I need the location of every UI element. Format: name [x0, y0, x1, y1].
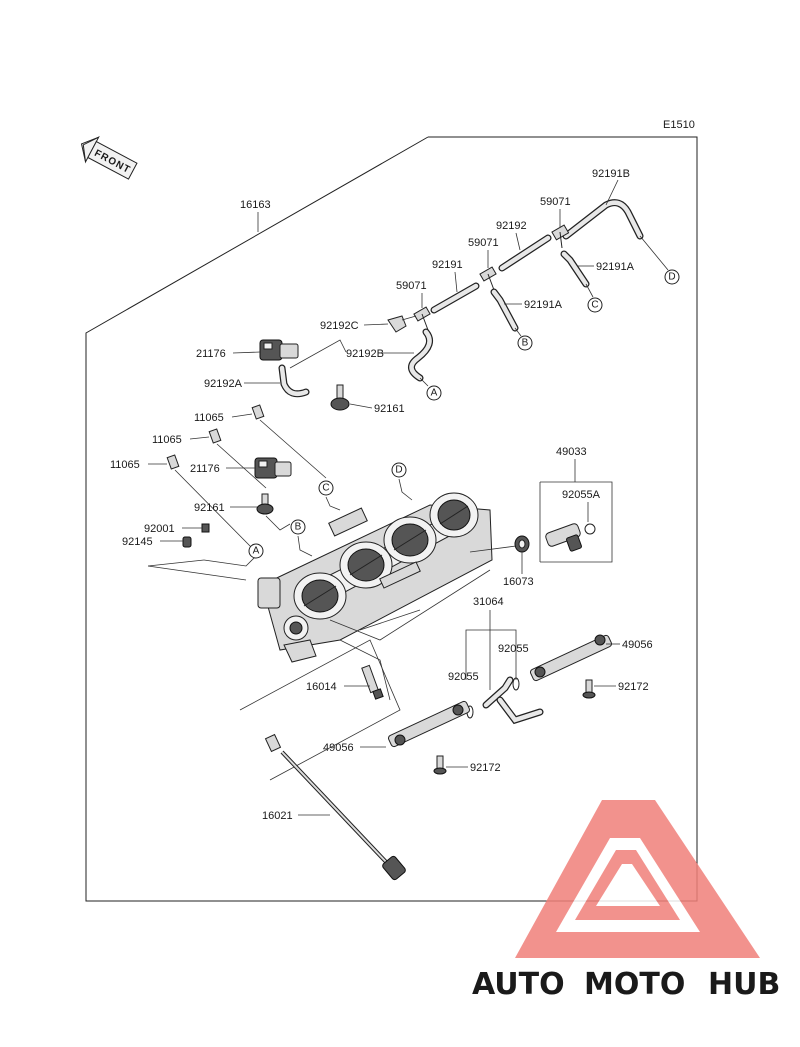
label-92172-left: 92172 [470, 762, 501, 774]
shaft-16021 [264, 733, 406, 881]
label-16021: 16021 [262, 810, 293, 822]
svg-text:B: B [522, 338, 529, 349]
label-92192: 92192 [496, 220, 527, 232]
label-21176-lower: 21176 [190, 463, 220, 475]
svg-text:MOTO: MOTO [584, 967, 685, 1002]
label-92055A: 92055A [562, 489, 601, 501]
ref-circle-b-top: B [517, 335, 533, 351]
label-49056-right: 49056 [622, 639, 653, 651]
sensor-21176-upper [259, 339, 299, 361]
label-92161-lower: 92161 [194, 502, 225, 514]
ref-circle-c-lower: C [318, 480, 334, 496]
nipple-11065-b [208, 428, 222, 444]
ref-circle-d-lower: D [391, 462, 407, 478]
label-92192C: 92192C [320, 320, 359, 332]
throttle-body-assembly [257, 492, 493, 663]
ref-circle-b-lower: B [290, 519, 306, 535]
label-21176-upper: 21176 [196, 348, 226, 360]
nipple-11065-a [251, 404, 265, 420]
label-92191B: 92191B [592, 168, 630, 180]
o-ring-92055-right [512, 677, 520, 691]
label-92192A: 92192A [204, 378, 243, 390]
tee-fitting-59071-mid [479, 266, 497, 291]
label-16163: 16163 [240, 199, 271, 211]
fuel-pipe-31064 [482, 676, 544, 725]
svg-text:A: A [253, 546, 260, 557]
bracket-49033 [540, 481, 613, 563]
label-16073: 16073 [503, 576, 534, 588]
assembly-outline [85, 136, 698, 902]
label-92172-right: 92172 [618, 681, 649, 693]
front-arrow-icon: FRONT [80, 136, 138, 180]
sensor-21176-lower [254, 457, 292, 479]
cap-92145 [182, 536, 192, 548]
label-92191A-top: 92191A [596, 261, 635, 273]
bolt-92001 [201, 523, 210, 533]
svg-text:A: A [431, 388, 438, 399]
seal-16073 [514, 535, 530, 553]
ref-circle-d-top: D [664, 269, 680, 285]
label-92145: 92145 [122, 536, 153, 548]
bolt-92172-right [582, 679, 596, 699]
tee-fitting-59071-low [413, 306, 431, 331]
label-92055-left: 92055 [448, 671, 479, 683]
label-11065-c: 11065 [110, 459, 140, 471]
label-92191A-mid: 92191A [524, 299, 563, 311]
watermark-text: AUTO MOTO HUB [472, 967, 780, 1002]
label-59071-low: 59071 [396, 280, 427, 292]
label-16014: 16014 [306, 681, 337, 693]
screw-92161-lower [256, 493, 274, 515]
fuel-rail-49056-right [529, 634, 613, 682]
label-11065-b: 11065 [152, 434, 182, 446]
svg-text:C: C [322, 483, 329, 494]
injector-assembly [545, 523, 582, 552]
label-92191: 92191 [432, 259, 463, 271]
ref-circle-a-lower: A [248, 543, 264, 559]
label-49056-left: 49056 [323, 742, 354, 754]
label-49033: 49033 [556, 446, 587, 458]
nipple-11065-c [166, 454, 180, 470]
label-92055-right: 92055 [498, 643, 529, 655]
label-92192B: 92192B [346, 348, 384, 360]
label-92161-upper: 92161 [374, 403, 405, 415]
tee-fitting-59071-top [551, 224, 570, 249]
ref-circle-a-top: A [426, 385, 442, 401]
svg-text:D: D [668, 272, 675, 283]
fuel-rail-49056-left [387, 700, 471, 748]
diagram-id: E1510 [663, 119, 695, 131]
label-31064: 31064 [473, 596, 504, 608]
o-ring-92055a [584, 523, 596, 535]
screw-92161-upper [330, 384, 350, 411]
svg-text:B: B [295, 522, 302, 533]
svg-text:D: D [395, 465, 402, 476]
screw-16014 [361, 664, 384, 700]
label-59071-top: 59071 [540, 196, 571, 208]
bolt-92172-left [433, 755, 447, 775]
svg-text:HUB: HUB [708, 967, 780, 1002]
svg-text:AUTO: AUTO [472, 967, 565, 1002]
svg-text:C: C [591, 300, 598, 311]
label-92001: 92001 [144, 523, 175, 535]
label-59071-mid: 59071 [468, 237, 499, 249]
cap-92192c [387, 315, 407, 333]
watermark-logo [515, 800, 760, 958]
label-11065-a: 11065 [194, 412, 224, 424]
ref-circle-c-top: C [587, 297, 603, 313]
